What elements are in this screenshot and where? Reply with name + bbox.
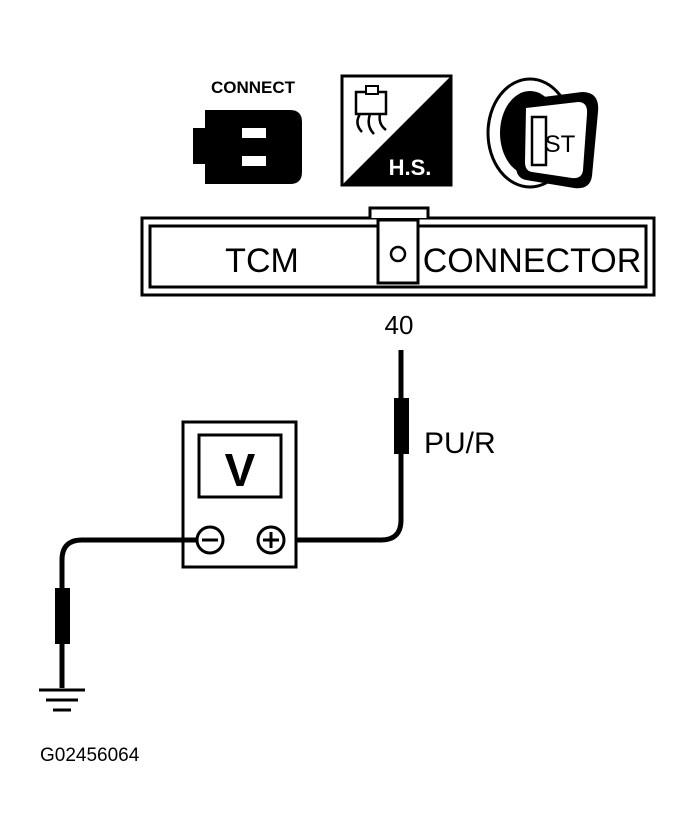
meter-display: V: [225, 444, 256, 496]
negative-probe: [55, 588, 70, 644]
connector-left-label: TCM: [225, 242, 299, 280]
connector-right-label: CONNECTOR: [423, 242, 642, 280]
ground-symbol-icon: [39, 688, 85, 712]
terminal-40-pin: [389, 245, 407, 263]
tcm-connector: TCM CONNECTOR: [140, 206, 656, 297]
ignition-key-start-icon: ST: [486, 77, 599, 189]
ignition-label: ST: [545, 131, 576, 158]
figure-id: G02456064: [40, 745, 140, 766]
hot-start-label: H.S.: [389, 155, 432, 180]
positive-probe: [394, 398, 409, 454]
plus-terminal-icon: [256, 525, 286, 555]
connect-label: CONNECT: [211, 78, 296, 97]
hot-start-icon: H.S.: [340, 74, 453, 187]
connect-icon-group: CONNECT: [193, 78, 302, 184]
minus-terminal-icon: [195, 525, 225, 555]
connector-plug-icon: [193, 110, 302, 184]
positive-lead: [290, 350, 409, 543]
negative-lead: [55, 537, 197, 688]
wire-color-code: PU/R: [424, 427, 496, 460]
voltmeter: V: [181, 420, 298, 569]
terminal-number: 40: [385, 310, 414, 340]
